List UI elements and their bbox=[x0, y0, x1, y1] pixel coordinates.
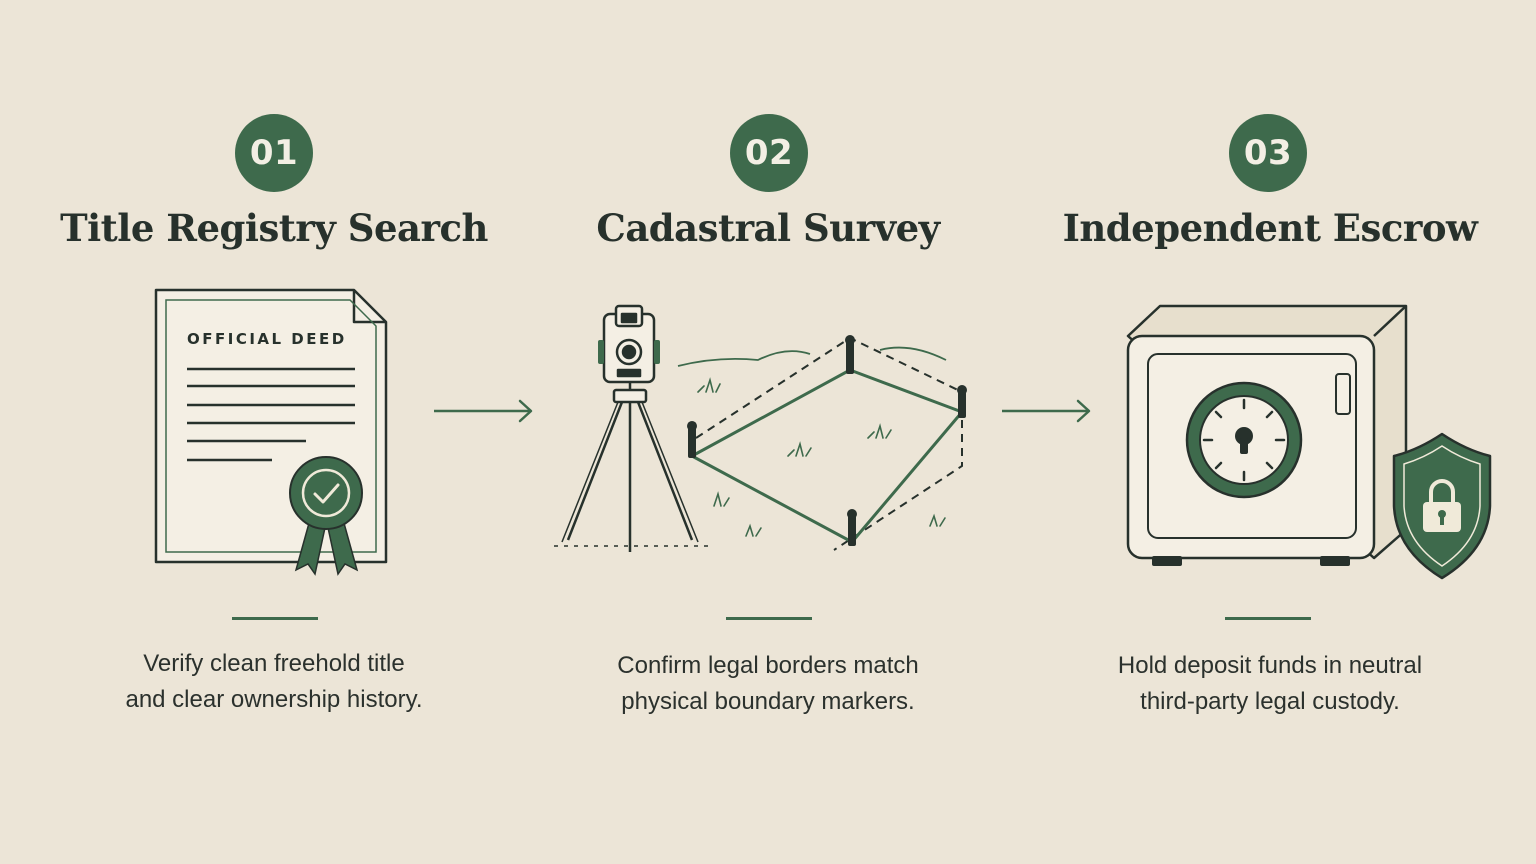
description-line: Hold deposit funds in neutral bbox=[1117, 652, 1423, 679]
step-description: Verify clean freehold title and clear ow… bbox=[24, 646, 524, 718]
step-description: Hold deposit funds in neutral third-part… bbox=[1020, 648, 1520, 720]
arrow-right-icon bbox=[1002, 399, 1091, 423]
step-number-badge: 03 bbox=[1229, 114, 1307, 192]
document-label: OFFICIAL DEED bbox=[187, 330, 347, 348]
step-number-badge: 02 bbox=[730, 114, 808, 192]
survey-tripod-icon bbox=[554, 304, 967, 552]
step-description: Confirm legal borders match physical bou… bbox=[518, 648, 1018, 720]
safe-shield-icon bbox=[1126, 304, 1492, 580]
step-3: 03 Independent Escrow bbox=[1020, 0, 1520, 864]
step-title: Cadastral Survey bbox=[596, 206, 940, 250]
description-line: physical boundary markers. bbox=[621, 688, 915, 715]
step-1: 01 Title Registry Search OFFICIAL DEED V… bbox=[24, 0, 524, 864]
description-line: third-party legal custody. bbox=[1140, 688, 1400, 715]
step-number-badge: 01 bbox=[235, 114, 313, 192]
step-title: Independent Escrow bbox=[1062, 206, 1478, 250]
arrow-right-icon bbox=[434, 399, 533, 423]
step-title: Title Registry Search bbox=[60, 206, 488, 250]
document-seal-icon: OFFICIAL DEED bbox=[154, 288, 388, 576]
description-line: and clear ownership history. bbox=[125, 686, 423, 713]
step-2: 02 Cadastral Survey bbox=[518, 0, 1018, 864]
divider-rule bbox=[232, 617, 318, 620]
description-line: Verify clean freehold title bbox=[143, 650, 405, 677]
divider-rule bbox=[726, 617, 812, 620]
divider-rule bbox=[1225, 617, 1311, 620]
description-line: Confirm legal borders match bbox=[617, 652, 919, 679]
